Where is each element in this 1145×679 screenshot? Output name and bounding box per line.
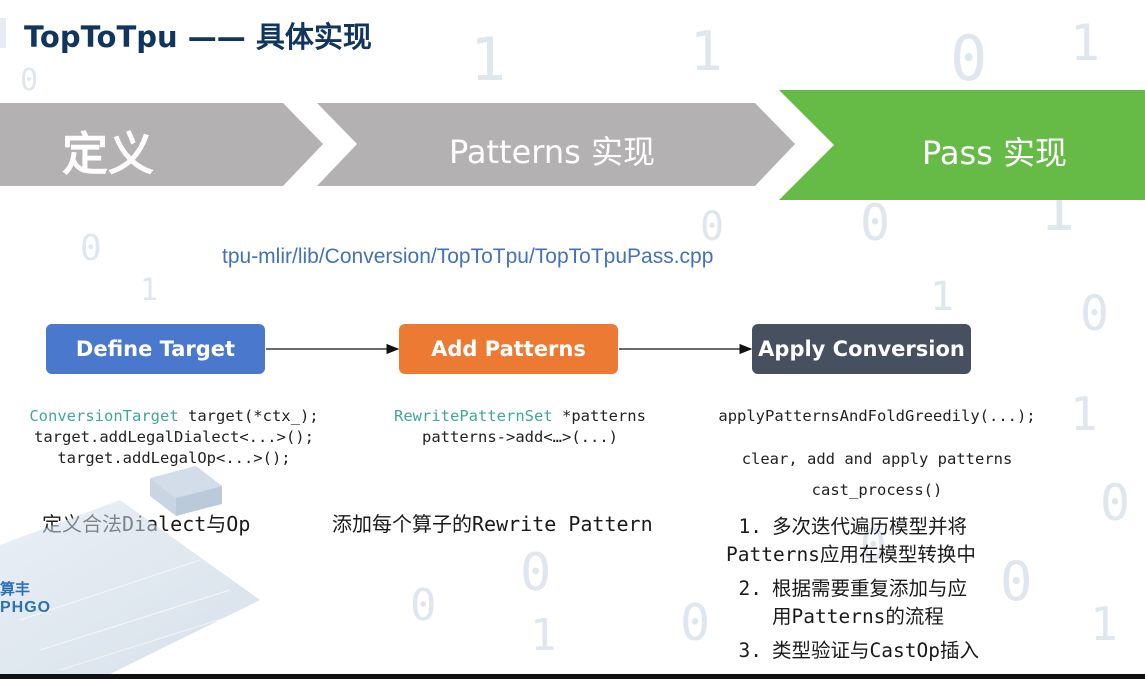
svg-text:0: 0 bbox=[680, 594, 710, 652]
svg-text:1: 1 bbox=[930, 274, 954, 320]
code-keyword: RewritePatternSet bbox=[394, 407, 553, 425]
step-pass-label: Pass 实现 bbox=[922, 134, 1067, 172]
list-item-number: 3. bbox=[738, 639, 762, 662]
bottom-border bbox=[0, 674, 1145, 679]
list-item-number: 1. bbox=[738, 515, 762, 538]
svg-text:0: 0 bbox=[1080, 286, 1109, 342]
list-item-text: 多次迭代遍历模型并将 bbox=[772, 515, 968, 538]
step-define-label: 定义 bbox=[62, 127, 154, 181]
code-text: *patterns bbox=[552, 407, 646, 425]
code-keyword: ConversionTarget bbox=[29, 407, 179, 425]
svg-text:1: 1 bbox=[1070, 387, 1098, 441]
add-patterns-box[interactable]: Add Patterns bbox=[399, 324, 618, 374]
svg-text:1: 1 bbox=[470, 25, 506, 95]
chevron-step-pass[interactable] bbox=[779, 90, 1145, 200]
logo-line-1: 算丰 bbox=[0, 581, 31, 598]
svg-text:0: 0 bbox=[80, 228, 102, 269]
add-patterns-code: RewritePatternSet *patterns patterns->ad… bbox=[382, 406, 658, 448]
code-text: target(*ctx_); bbox=[178, 407, 319, 425]
svg-text:0: 0 bbox=[950, 22, 987, 95]
add-patterns-description: 添加每个算子的Rewrite Pattern bbox=[332, 512, 653, 536]
svg-text:1: 1 bbox=[1090, 597, 1118, 651]
svg-text:0: 0 bbox=[20, 63, 38, 98]
svg-text:0: 0 bbox=[520, 543, 551, 603]
step-patterns-label: Patterns 实现 bbox=[449, 133, 655, 171]
svg-text:0: 0 bbox=[860, 194, 890, 252]
svg-text:1: 1 bbox=[1070, 14, 1100, 72]
chip-illustration bbox=[0, 466, 260, 679]
apply-conversion-code: applyPatternsAndFoldGreedily(...); bbox=[718, 407, 1036, 425]
apply-conversion-code: clear, add and apply patterns bbox=[741, 450, 1013, 468]
list-item-text: Patterns应用在模型转换中 bbox=[726, 543, 976, 566]
logo-line-2: PHGO bbox=[0, 599, 52, 616]
apply-conversion-box[interactable]: Apply Conversion bbox=[752, 324, 971, 374]
list-item: 2. 根据需要重复添加与应 用Patterns的流程 bbox=[726, 575, 1066, 631]
svg-text:0: 0 bbox=[410, 580, 437, 631]
code-text: target.addLegalOp<...>(); bbox=[57, 449, 291, 467]
code-text: patterns->add<…>(...) bbox=[422, 428, 618, 446]
list-item-text: 用Patterns的流程 bbox=[772, 605, 944, 628]
title-accent-marker bbox=[0, 18, 6, 48]
svg-text:1: 1 bbox=[140, 273, 158, 308]
svg-text:0: 0 bbox=[700, 204, 724, 250]
svg-text:0: 0 bbox=[1100, 474, 1130, 532]
source-file-path[interactable]: tpu-mlir/lib/Conversion/TopToTpu/TopToTp… bbox=[222, 245, 714, 268]
svg-text:1: 1 bbox=[690, 20, 723, 83]
apply-conversion-steps: 1. 多次迭代遍历模型并将 Patterns应用在模型转换中 2. 根据需要重复添加… bbox=[726, 513, 1066, 671]
code-text: target.addLegalDialect<...>(); bbox=[34, 428, 314, 446]
svg-text:0: 0 bbox=[860, 520, 887, 571]
list-item-number: 2. bbox=[738, 577, 762, 600]
slide-title: TopToTpu —— 具体实现 bbox=[24, 20, 372, 54]
company-logo: 算丰 PHGO bbox=[0, 578, 51, 617]
apply-conversion-code: cast_process() bbox=[811, 481, 943, 499]
define-target-box[interactable]: Define Target bbox=[46, 324, 265, 374]
chevron-step-patterns[interactable] bbox=[317, 103, 795, 186]
svg-text:0: 0 bbox=[1000, 550, 1033, 613]
list-item: 1. 多次迭代遍历模型并将 Patterns应用在模型转换中 bbox=[726, 513, 1066, 569]
svg-text:1: 1 bbox=[530, 610, 557, 661]
list-item-text: 根据需要重复添加与应 bbox=[772, 577, 968, 600]
process-chevrons bbox=[0, 90, 1145, 200]
chevron-step-define[interactable] bbox=[0, 103, 323, 186]
define-target-code: ConversionTarget target(*ctx_); target.a… bbox=[18, 406, 330, 469]
list-item: 3. 类型验证与CastOp插入 bbox=[726, 637, 1066, 665]
list-item-text: 类型验证与CastOp插入 bbox=[772, 639, 979, 662]
